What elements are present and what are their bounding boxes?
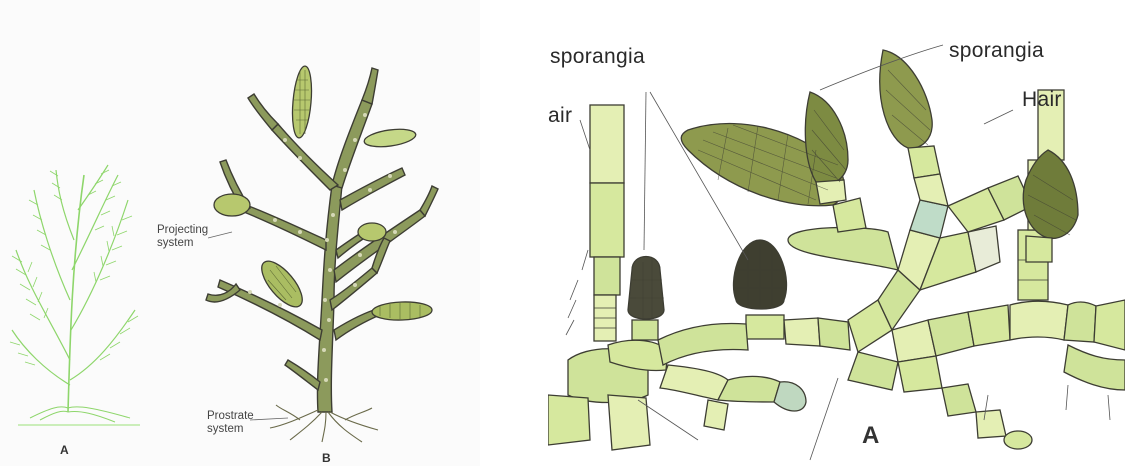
hair-label-right: Hair — [1022, 88, 1062, 112]
large-sporangium-middle — [805, 92, 848, 185]
prostrate-system-label: Prostrate system — [207, 410, 254, 436]
large-sporangium-top — [880, 50, 932, 148]
left-hair-filament — [590, 105, 624, 341]
plant-a-drawing — [10, 165, 138, 412]
left-illustrations — [0, 0, 480, 466]
sporangia-label-right: sporangia — [949, 39, 1044, 63]
label-leader-lines — [208, 232, 288, 420]
figure-a-right-label: A — [862, 422, 879, 450]
figure-b-label: B — [322, 452, 331, 465]
left-base-cells — [548, 340, 668, 450]
thallus-b-drawing — [206, 68, 438, 412]
hair-label-left: air — [548, 104, 572, 128]
right-figure-panel: sporangia air sporangia Hair A — [548, 0, 1125, 466]
lower-right-chain — [898, 356, 1032, 449]
left-figure-panel: Projecting system Prostrate system A B — [0, 0, 480, 466]
figure-a-label: A — [60, 444, 69, 457]
right-illustration — [548, 0, 1125, 466]
plant-a-base — [18, 407, 140, 425]
projecting-system-label: Projecting system — [157, 224, 208, 250]
sporangia-label-left: sporangia — [550, 45, 645, 69]
central-branch-system — [788, 176, 1032, 390]
